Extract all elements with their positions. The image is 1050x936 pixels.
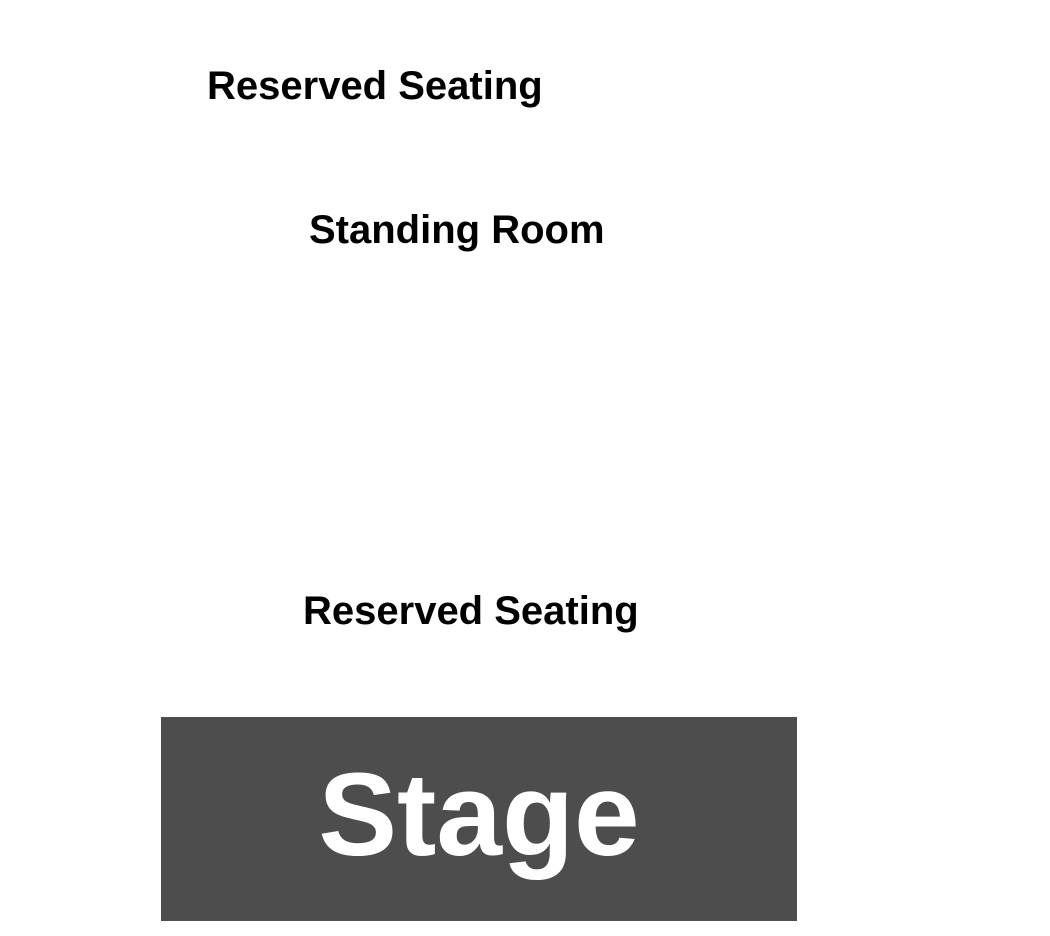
standing-room-label[interactable]: Standing Room xyxy=(309,208,605,252)
upper-reserved-seating-label[interactable]: Reserved Seating xyxy=(207,64,543,108)
stage-label: Stage xyxy=(318,749,640,881)
stage-block: Stage xyxy=(161,717,797,921)
lower-reserved-seating-label[interactable]: Reserved Seating xyxy=(303,589,639,633)
